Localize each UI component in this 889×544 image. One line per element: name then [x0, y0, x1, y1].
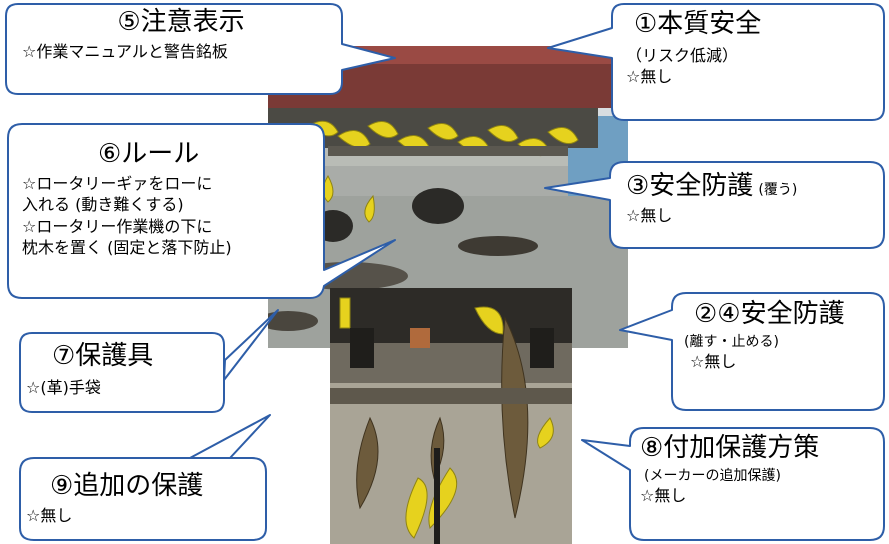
callout-3-line-1: ☆無し	[626, 205, 673, 225]
callout-3-title-row: ③安全防護 (覆う)	[626, 172, 882, 201]
callout-6-title: ⑥ルール	[98, 139, 200, 169]
callout-additional-measures: ⑧付加保護方策 (メーカーの追加保護) ☆無し	[640, 434, 880, 507]
callout-3-title-suffix: (覆う)	[758, 182, 798, 198]
callout-rules: ⑥ルール ☆ロータリーギァをローに 入れる (動き難くする) ☆ロータリー作業機…	[22, 140, 322, 259]
callout-8-title: ⑧付加保護方策	[640, 433, 820, 463]
callout-1-title: ①本質安全	[634, 9, 762, 39]
callout-warning-display: ⑤注意表示 ☆作業マニュアルと警告銘板	[22, 8, 340, 62]
callout-6-line-4: 枕木を置く (固定と落下防止)	[22, 238, 232, 258]
callout-5-line-1: ☆作業マニュアルと警告銘板	[22, 41, 228, 61]
callout-3-title: ③安全防護	[626, 171, 754, 201]
callout-9-title: ⑨追加の保護	[50, 471, 204, 501]
callout-8-line-2: ☆無し	[640, 486, 687, 506]
callout-additional-protection: ⑨追加の保護 ☆無し	[26, 472, 262, 526]
callout-inherent-safety: ①本質安全 （リスク低減） ☆無し	[626, 10, 876, 88]
photo-blades-closeup	[330, 288, 572, 544]
callout-7-title: ⑦保護具	[52, 341, 154, 371]
callout-6-line-2: 入れる (動き難くする)	[22, 195, 184, 215]
callout-24-line-1: (離す・止める)	[684, 333, 779, 350]
callout-1-line-2: ☆無し	[626, 67, 673, 87]
callout-5-title: ⑤注意表示	[117, 7, 245, 37]
callout-safeguard-separate-stop: ②④安全防護 (離す・止める) ☆無し	[684, 300, 880, 373]
callout-1-line-1: （リスク低減）	[626, 45, 739, 65]
callout-6-line-1: ☆ロータリーギァをローに	[22, 173, 213, 193]
callout-9-line-1: ☆無し	[26, 505, 73, 525]
callout-safeguard-cover: ③安全防護 (覆う) ☆無し	[626, 172, 882, 226]
callout-24-line-2: ☆無し	[690, 352, 737, 372]
callout-8-line-1: (メーカーの追加保護)	[644, 467, 781, 484]
callout-7-line-1: ☆(革)手袋	[26, 377, 101, 397]
callout-protective-equipment: ⑦保護具 ☆(革)手袋	[26, 342, 222, 398]
callout-6-line-3: ☆ロータリー作業機の下に	[22, 216, 213, 236]
callout-24-title: ②④安全防護	[694, 299, 845, 329]
